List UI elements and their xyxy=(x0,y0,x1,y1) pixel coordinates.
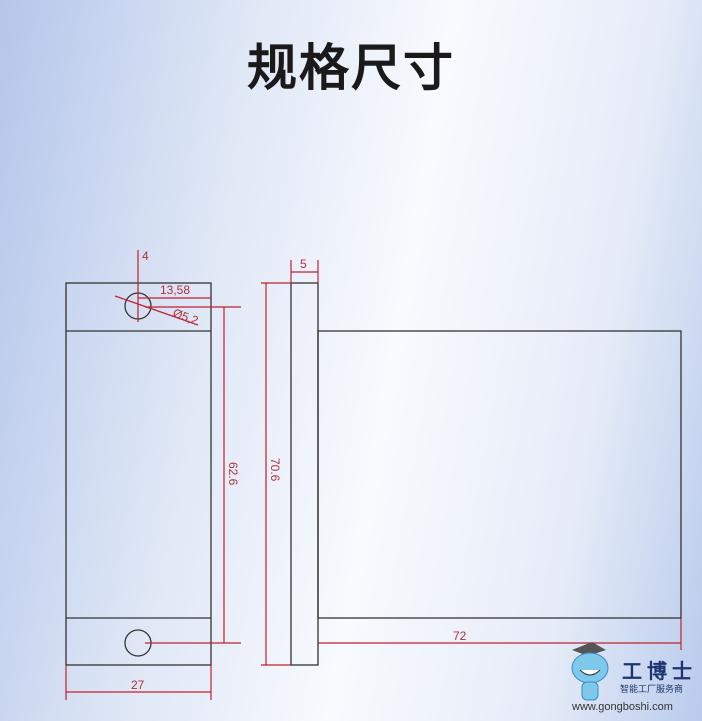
side-view-flange xyxy=(290,282,319,666)
dim-hole-diameter: Ø5,2 xyxy=(171,306,201,328)
dim-hole-spacing: 62.6 xyxy=(226,462,240,486)
brand-logo: 工博士 智能工厂服务商 www.gongboshi.com xyxy=(566,640,702,721)
logo-url: www.gongboshi.com xyxy=(572,701,673,713)
dim-width: 27 xyxy=(131,678,145,692)
front-view-outline xyxy=(65,282,212,666)
dim-hole-offset: 13,58 xyxy=(160,283,190,297)
dim-flange-thickness: 5 xyxy=(300,257,307,271)
logo-name: 工博士 xyxy=(622,659,697,683)
logo-tagline: 智能工厂服务商 xyxy=(620,684,684,694)
page-title: 规格尺寸 xyxy=(247,39,455,97)
dim-height: 70.6 xyxy=(268,458,282,482)
mascot-icon xyxy=(571,642,609,701)
side-view-body xyxy=(317,330,682,619)
dim-length: 72 xyxy=(453,629,467,643)
dim-top-offset: 4 xyxy=(142,249,149,263)
